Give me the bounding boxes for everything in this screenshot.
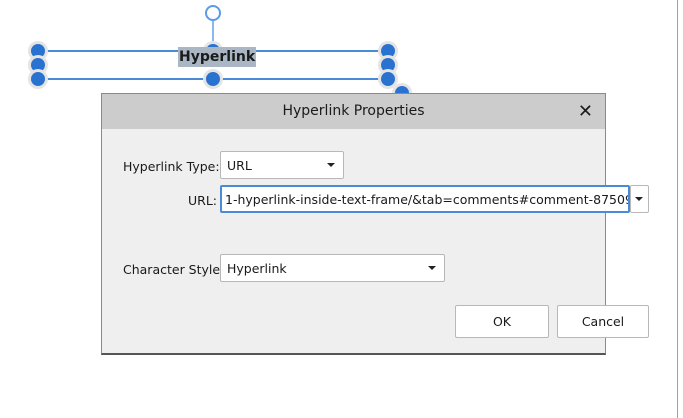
rotate-handle[interactable]	[205, 5, 221, 21]
dialog-title: Hyperlink Properties	[282, 103, 425, 119]
resize-handle-left[interactable]	[31, 58, 45, 72]
dialog-titlebar: Hyperlink Properties ✕	[102, 94, 605, 129]
cancel-button[interactable]: Cancel	[557, 305, 649, 338]
resize-handle-bottom-right[interactable]	[381, 72, 395, 86]
hyperlink-type-label: Hyperlink Type:	[123, 159, 220, 174]
chevron-down-icon	[428, 266, 436, 270]
rotation-stem	[212, 20, 214, 50]
resize-handle-top-left[interactable]	[31, 44, 45, 58]
character-style-label: Character Style:	[123, 262, 225, 277]
hyperlink-type-select[interactable]: URL	[220, 151, 344, 179]
hyperlink-properties-dialog: Hyperlink Properties ✕ Hyperlink Type: U…	[101, 93, 649, 355]
selected-text[interactable]: Hyperlink	[178, 47, 257, 67]
chevron-down-icon	[635, 197, 643, 201]
hyperlink-type-value: URL	[227, 158, 252, 173]
url-label: URL:	[188, 193, 218, 208]
resize-handle-top-right[interactable]	[381, 44, 395, 58]
window-edge-divider	[677, 0, 678, 418]
ok-button[interactable]: OK	[455, 305, 549, 338]
url-input[interactable]: 1-hyperlink-inside-text-frame/&tab=comme…	[220, 185, 630, 213]
resize-handle-bottom-left[interactable]	[31, 72, 45, 86]
url-history-dropdown[interactable]	[630, 185, 649, 213]
character-style-select[interactable]: Hyperlink	[220, 254, 445, 282]
character-style-value: Hyperlink	[227, 261, 287, 276]
chevron-down-icon	[327, 163, 335, 167]
resize-handle-right[interactable]	[381, 58, 395, 72]
close-icon[interactable]: ✕	[577, 101, 593, 122]
resize-handle-bottom[interactable]	[206, 72, 220, 86]
